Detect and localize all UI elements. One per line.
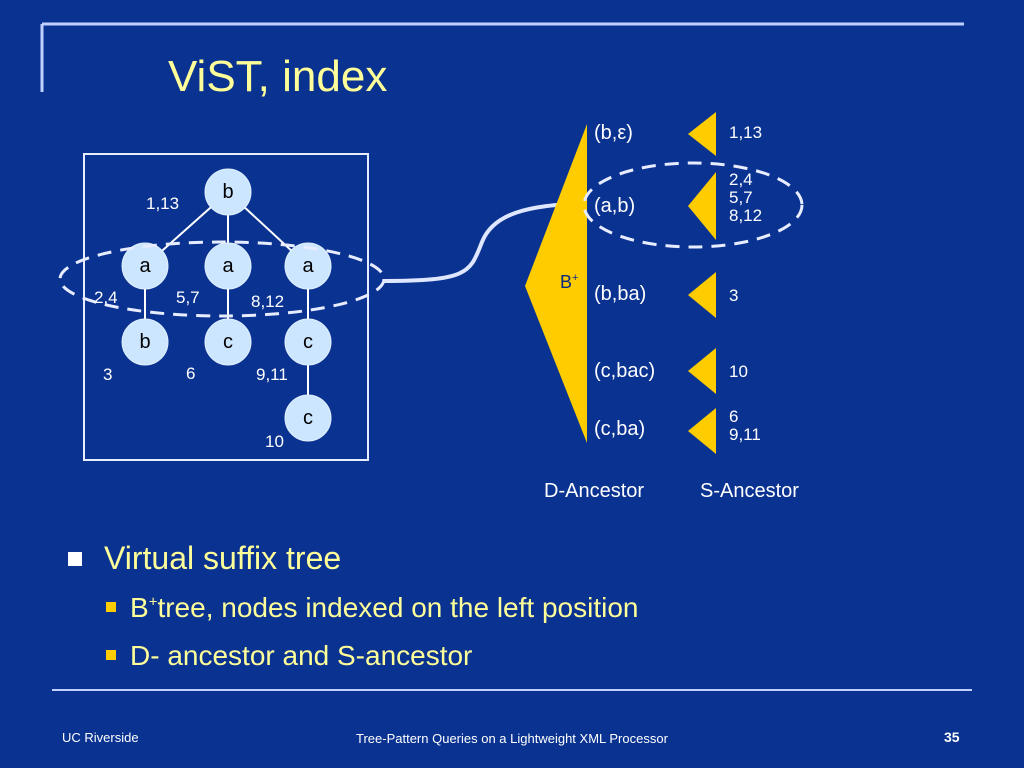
tree-node-labels: b a a a b c c c [139,181,314,429]
tree-node [121,242,169,290]
tree-node-label: a [222,255,234,277]
tree-node-label: a [302,255,314,277]
tree-node [121,318,169,366]
sancestor-value: 8,12 [729,206,763,225]
bullet-main: Virtual suffix tree [68,540,341,577]
btree-label-text: B [560,272,573,292]
sancestor-value: 5,7 [729,188,753,207]
sancestor-values: 2,4 5,7 8,12 [729,171,762,225]
page-number: 35 [944,729,960,745]
btree-triangle [525,124,587,443]
sancestor-value: 6 [729,407,739,426]
sancestor-triangles [688,112,716,454]
bullet-sub-text: tree, nodes indexed on the left position [157,592,639,623]
sancestor-value: 1,13 [729,123,763,142]
tree-node [204,318,252,366]
tree-node-label: b [139,331,150,353]
footer-center: Tree-Pattern Queries on a Lightweight XM… [356,731,668,746]
slide-title: ViST, index [168,52,388,101]
tree-box [83,153,369,461]
sancestor-values: 1,13 [729,124,762,142]
tree-node [284,242,332,290]
dancestor-key: (b,ba) [594,283,647,305]
tree-position-label: 2,4 [94,288,118,307]
dancestor-key: (b,ε) [594,122,633,144]
square-bullet-icon [68,551,82,566]
sancestor-values: 3 [729,287,738,305]
tree-node-root [204,168,252,216]
bullet-sub: D- ancestor and S-ancestor [106,640,472,672]
sancestor-value: 3 [729,286,739,305]
s-ancestor-caption: S-Ancestor [700,480,799,502]
sancestor-values: 10 [729,363,748,381]
tree-node [284,318,332,366]
tree-position-label: 6 [186,364,196,383]
tree-position-label: 10 [265,432,284,451]
tree-node-label: c [223,331,233,353]
sancestor-triangle [688,112,716,156]
sancestor-triangle [688,272,716,318]
tree-nodes [121,168,332,442]
tree-position-label: 1,13 [146,194,180,213]
tree-node-label: b [222,181,233,203]
bullet-sub-sup: + [148,593,158,611]
tree-node-label: c [303,407,313,429]
bullet-sub-text: D- ancestor and S-ancestor [130,640,473,671]
sancestor-values: 6 9,11 [729,408,761,444]
dancestor-key: (c,ba) [594,418,646,440]
footer-left: UC Riverside [62,730,139,745]
sancestor-triangle [688,408,716,454]
connector-arrow [383,201,583,283]
dancestor-key: (c,bac) [594,360,656,382]
tree-node-label: c [303,331,313,353]
sancestor-value: 2,4 [729,170,753,189]
tree-node [204,242,252,290]
bullet-sub-prefix: B [130,592,149,623]
sancestor-triangle [688,172,716,240]
sancestor-value: 9,11 [729,425,761,444]
btree-label: B+ [560,272,578,293]
bullet-main-text: Virtual suffix tree [104,540,342,576]
tree-position-label: 3 [103,365,113,384]
tree-node [284,394,332,442]
sancestor-triangle [688,348,716,394]
dancestor-key: (a,b) [594,195,636,217]
sancestor-value: 10 [729,362,748,381]
bullet-sub: B+tree, nodes indexed on the left positi… [106,592,638,624]
square-bullet-icon [106,649,116,660]
tree-position-label: 5,7 [176,288,200,307]
tree-position-label: 9,11 [256,365,288,384]
square-bullet-icon [106,601,116,612]
index-highlight-ellipse [582,161,804,249]
d-ancestor-caption: D-Ancestor [544,480,645,502]
tree-node-label: a [139,255,151,277]
tree-position-label: 8,12 [251,292,285,311]
btree-label-sup: + [572,272,579,284]
